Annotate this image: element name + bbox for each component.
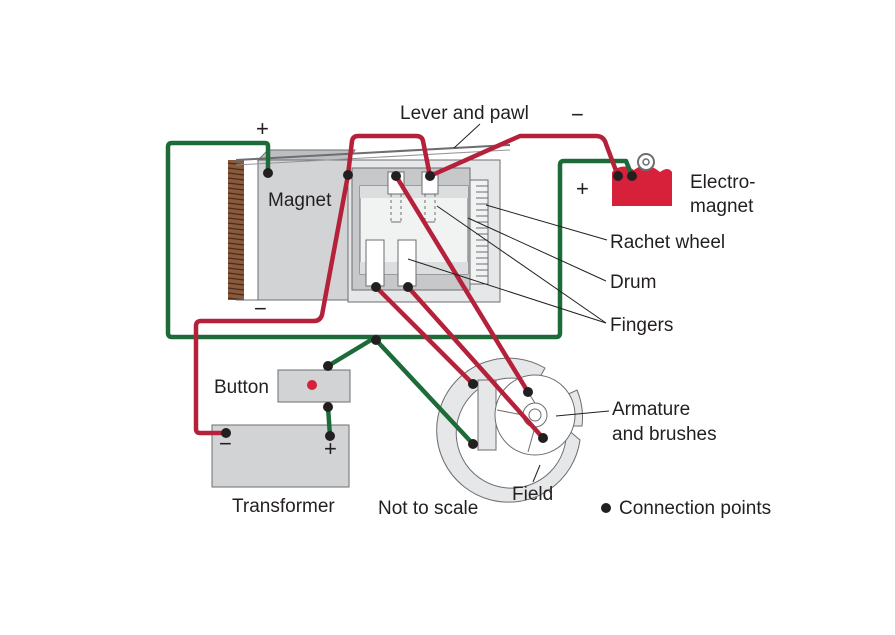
not-to-scale-label: Not to scale xyxy=(378,498,478,519)
coil-winding xyxy=(227,292,245,296)
coil-winding xyxy=(227,237,245,241)
coil-winding xyxy=(227,282,245,286)
button xyxy=(277,369,351,403)
coil-winding xyxy=(227,252,245,256)
coil-winding xyxy=(227,222,245,226)
coil-winding xyxy=(227,242,245,246)
red-wires xyxy=(193,133,621,441)
electromagnet-label-line1: Electro- xyxy=(690,172,755,193)
ratchet-wheel xyxy=(469,179,489,285)
field-label: Field xyxy=(512,484,553,505)
magnet-minus-sign: − xyxy=(254,296,267,321)
lever-and-pawl xyxy=(235,144,511,166)
magnet-label: Magnet xyxy=(268,190,332,211)
coil-winding xyxy=(227,187,245,191)
magnet-coil xyxy=(227,160,260,301)
coil-winding xyxy=(227,172,245,176)
drum-label: Drum xyxy=(610,272,656,293)
lever-and-pawl-label: Lever and pawl xyxy=(400,103,529,124)
coil-winding xyxy=(227,232,245,236)
labels: Lever and pawl Magnet Electro- magnet Ra… xyxy=(214,102,771,519)
coil-winding xyxy=(227,167,245,171)
coil-winding xyxy=(227,202,245,206)
coil-winding xyxy=(227,272,245,276)
electromagnet-label-line2: magnet xyxy=(690,196,754,217)
coil-winding xyxy=(227,197,245,201)
ratchet-wheel-label: Rachet wheel xyxy=(610,232,725,253)
armature-label-line1: Armature xyxy=(612,399,690,420)
coil-winding xyxy=(227,262,245,266)
coil-winding xyxy=(227,287,245,291)
button-label: Button xyxy=(214,377,269,398)
coil-winding xyxy=(227,182,245,186)
transformer-minus-sign: − xyxy=(219,431,232,456)
coil-winding xyxy=(227,192,245,196)
leader-lines xyxy=(407,123,610,483)
electromagnet-minus-sign: − xyxy=(571,102,584,127)
fingers-label: Fingers xyxy=(610,315,673,336)
coil-winding xyxy=(227,267,245,271)
transformer-plus-sign: + xyxy=(324,436,337,461)
electromagnet-plus-sign: + xyxy=(576,176,589,201)
green-wires xyxy=(165,140,635,447)
connection-points xyxy=(221,168,637,449)
connection-points-label: Connection points xyxy=(619,498,771,519)
magnet-plus-sign: + xyxy=(256,116,269,141)
transformer-label: Transformer xyxy=(232,496,335,517)
coil-winding xyxy=(227,177,245,181)
coil-winding xyxy=(227,227,245,231)
legend-dot xyxy=(601,503,611,513)
coil-winding xyxy=(227,212,245,216)
coil-winding xyxy=(227,217,245,221)
coil-winding xyxy=(227,207,245,211)
coil-winding xyxy=(227,257,245,261)
armature-label-line2: and brushes xyxy=(612,424,717,445)
coil-winding xyxy=(227,247,245,251)
coil-winding xyxy=(227,277,245,281)
